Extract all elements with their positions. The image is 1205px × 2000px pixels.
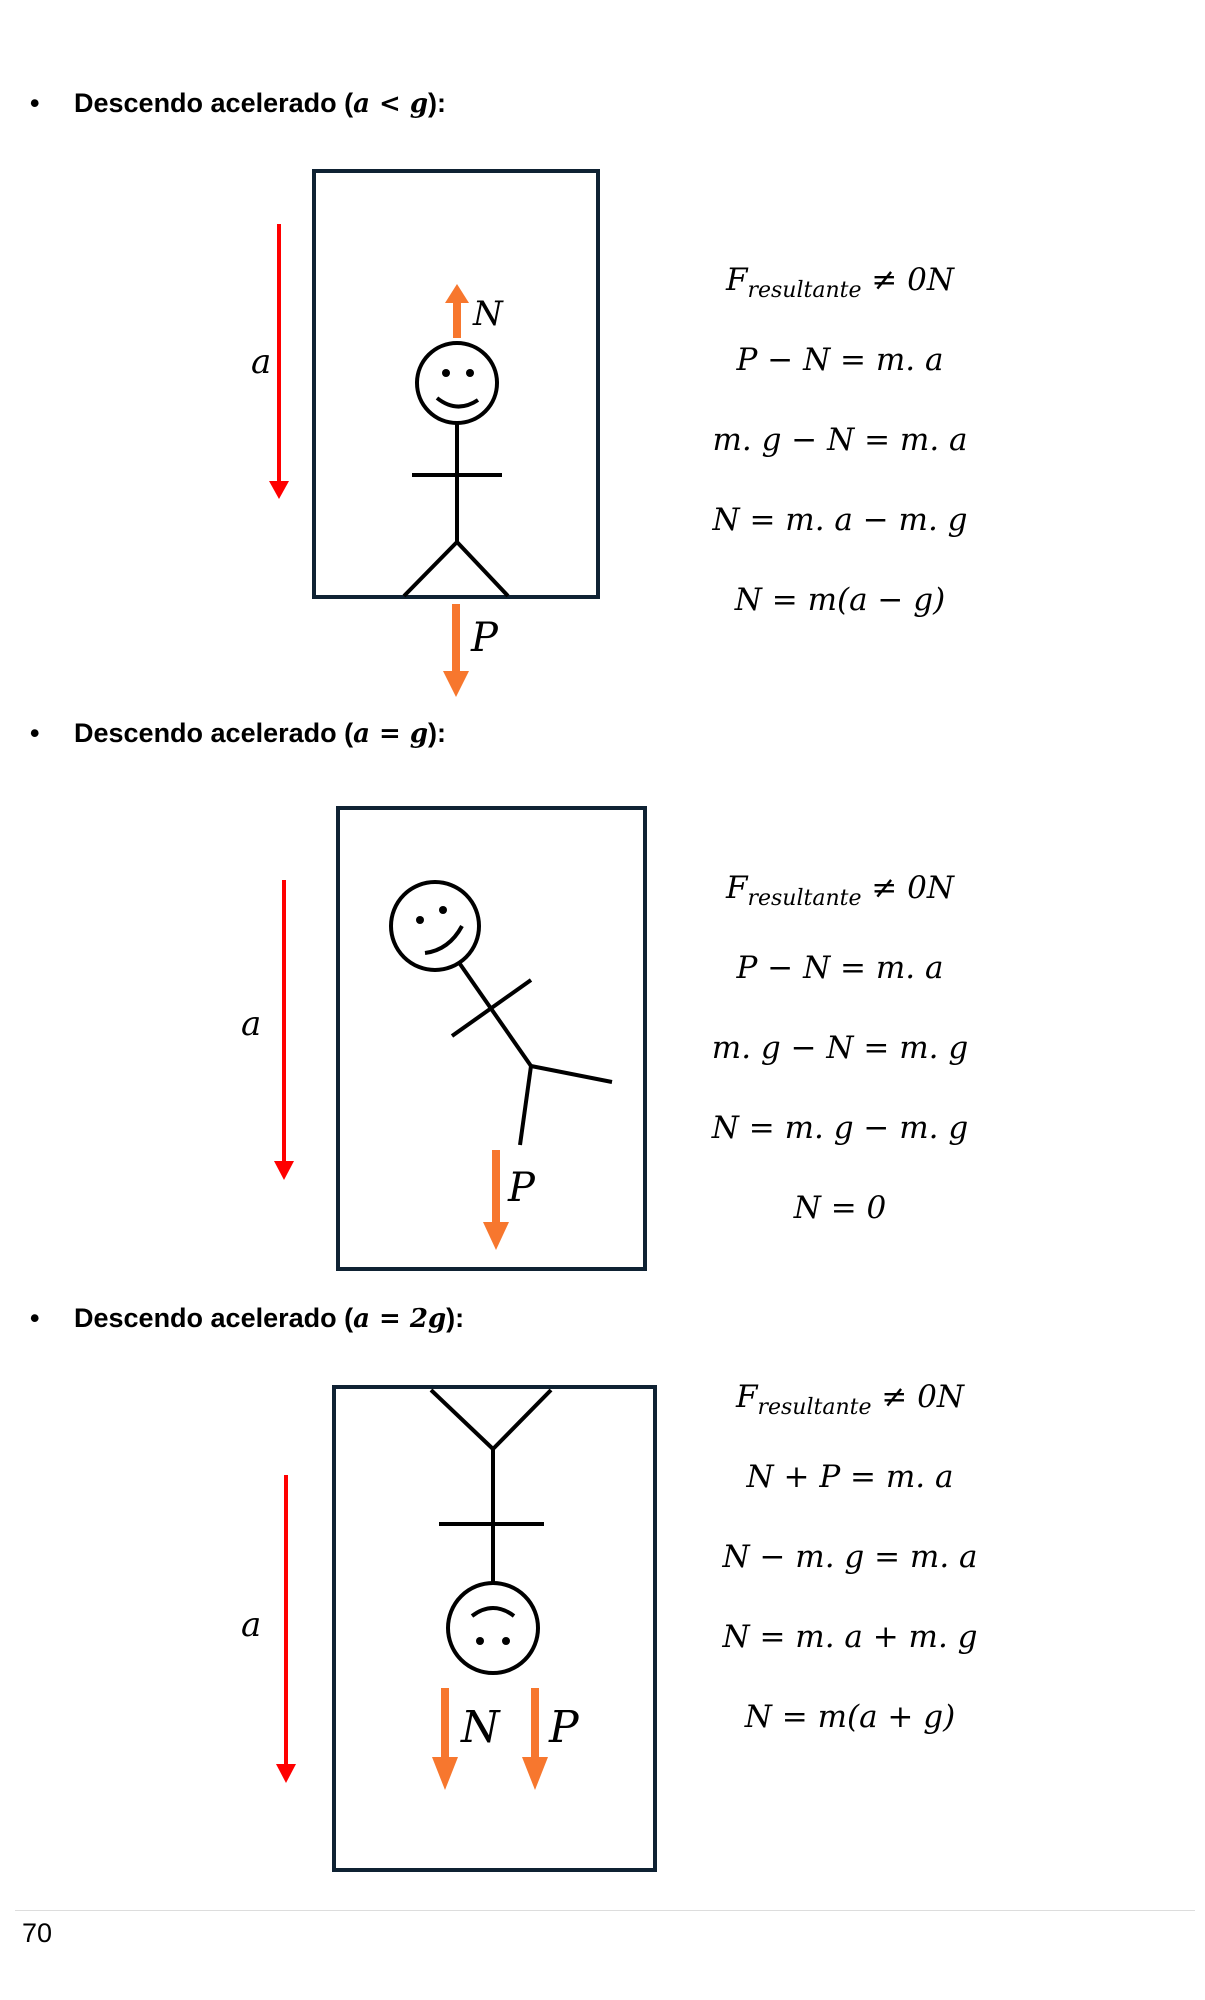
acceleration-label: a bbox=[251, 342, 271, 382]
section-2-heading: • Descendo acelerado (a = g): bbox=[30, 718, 446, 749]
equation-line: N = 0 bbox=[793, 1190, 887, 1226]
elevator-box bbox=[332, 1385, 657, 1872]
figure-arms bbox=[450, 978, 533, 1038]
equation-line: N = m. g − m. g bbox=[711, 1110, 969, 1146]
weight-label: P bbox=[507, 1165, 536, 1211]
equation-line: Fresultante ≠ 0N bbox=[735, 1379, 965, 1421]
normal-arrowhead bbox=[445, 284, 469, 303]
figure-head bbox=[446, 1581, 540, 1675]
heading-math: a = 2g bbox=[353, 1304, 447, 1334]
bullet-icon: • bbox=[30, 1303, 40, 1333]
weight-arrow bbox=[492, 1150, 500, 1225]
normal-arrowhead bbox=[432, 1757, 458, 1790]
eye-icon bbox=[439, 906, 447, 914]
figure-leg bbox=[402, 540, 459, 598]
bullet-icon: • bbox=[30, 88, 40, 118]
heading-suffix: ): bbox=[446, 1303, 465, 1333]
figure-head bbox=[389, 880, 481, 972]
figure-leg bbox=[518, 1065, 533, 1146]
weight-label: P bbox=[470, 615, 499, 661]
equation-line: Fresultante ≠ 0N bbox=[725, 262, 955, 304]
stick-figure bbox=[402, 341, 510, 598]
weight-arrowhead bbox=[443, 671, 469, 697]
elevator-box bbox=[312, 169, 600, 599]
heading-text: Descendo acelerado ( bbox=[74, 1303, 354, 1333]
eye-icon bbox=[502, 1637, 510, 1645]
equation-line: m. g − N = m. g bbox=[711, 1030, 969, 1066]
weight-label: P bbox=[548, 1702, 580, 1753]
heading-math: a = g bbox=[353, 719, 429, 749]
equation-line: N + P = m. a bbox=[746, 1459, 954, 1495]
equation-line: m. g − N = m. a bbox=[712, 422, 968, 458]
heading-text: Descendo acelerado ( bbox=[74, 718, 354, 748]
equations-section-3: Fresultante ≠ 0N N + P = m. a N − m. g = m… bbox=[700, 1357, 1000, 1757]
acceleration-label: a bbox=[241, 1004, 261, 1044]
normal-arrow bbox=[441, 1688, 449, 1760]
bullet-icon: • bbox=[30, 718, 40, 748]
weight-arrowhead bbox=[483, 1222, 509, 1250]
acceleration-arrowhead bbox=[269, 481, 289, 499]
frown bbox=[470, 1606, 516, 1618]
equation-line: N = m. a − m. g bbox=[712, 502, 968, 538]
acceleration-label: a bbox=[241, 1605, 261, 1645]
figure-head bbox=[415, 341, 499, 425]
equation-line: P − N = m. a bbox=[736, 950, 944, 986]
equation-line: Fresultante ≠ 0N bbox=[725, 870, 955, 912]
weight-arrow bbox=[452, 604, 460, 673]
eye-icon bbox=[466, 369, 474, 377]
eye-icon bbox=[442, 369, 450, 377]
eye-icon bbox=[416, 916, 424, 924]
equation-line: N − m. g = m. a bbox=[722, 1539, 978, 1575]
footer-rule bbox=[15, 1910, 1195, 1911]
figure-leg bbox=[491, 1388, 553, 1451]
smile bbox=[435, 396, 480, 409]
normal-arrow bbox=[453, 300, 461, 338]
equations-section-2: Fresultante ≠ 0N P − N = m. a m. g − N = m… bbox=[690, 848, 990, 1248]
equation-line: P − N = m. a bbox=[736, 342, 944, 378]
normal-label: N bbox=[460, 1702, 501, 1753]
normal-label: N bbox=[472, 294, 504, 334]
heading-text: Descendo acelerado ( bbox=[74, 88, 354, 118]
section-1-heading: • Descendo acelerado (a < g): bbox=[30, 88, 446, 119]
figure-leg bbox=[455, 540, 510, 598]
stick-figure-tilted bbox=[389, 880, 613, 1146]
equation-line: N = m(a + g) bbox=[744, 1699, 956, 1735]
weight-arrow bbox=[531, 1688, 539, 1760]
heading-math: a < g bbox=[353, 89, 429, 119]
figure-body bbox=[458, 962, 533, 1068]
smile bbox=[424, 925, 464, 955]
eye-icon bbox=[476, 1637, 484, 1645]
section-3-heading: • Descendo acelerado (a = 2g): bbox=[30, 1303, 464, 1334]
acceleration-arrowhead bbox=[276, 1764, 296, 1783]
elevator-box bbox=[336, 806, 647, 1271]
equations-section-1: Fresultante ≠ 0N P − N = m. a m. g − N = m… bbox=[690, 240, 990, 640]
weight-arrowhead bbox=[522, 1757, 548, 1790]
diagram-1: a N P bbox=[251, 169, 600, 697]
acceleration-arrowhead bbox=[274, 1161, 294, 1180]
stick-figure-inverted bbox=[429, 1388, 553, 1675]
heading-suffix: ): bbox=[428, 718, 447, 748]
diagram-3: a N P bbox=[241, 1385, 657, 1872]
figure-leg bbox=[530, 1064, 613, 1084]
equation-line: N = m(a − g) bbox=[734, 582, 946, 618]
heading-suffix: ): bbox=[428, 88, 447, 118]
equation-line: N = m. a + m. g bbox=[722, 1619, 978, 1655]
diagram-2: a P bbox=[241, 806, 647, 1271]
figure-leg bbox=[429, 1388, 495, 1451]
page-number: 70 bbox=[22, 1918, 53, 1948]
